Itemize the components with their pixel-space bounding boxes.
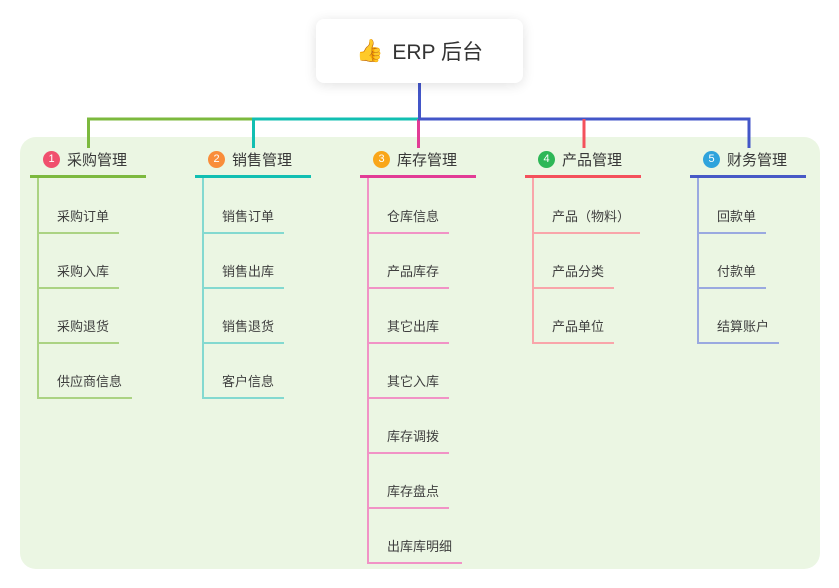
node-item[interactable]: 产品单位 — [532, 316, 615, 344]
branch-number-badge: 5 — [703, 150, 720, 168]
branch-label: 财务管理 — [727, 151, 788, 169]
node-item[interactable]: 产品分类 — [532, 261, 615, 289]
branches-panel — [20, 137, 820, 569]
branch-label: 产品管理 — [562, 151, 623, 169]
root-node[interactable]: 👍 ERP 后台 — [316, 19, 523, 83]
branch-number-badge: 2 — [208, 150, 225, 168]
branch-child-line — [697, 178, 699, 342]
branch-child-line — [532, 178, 534, 342]
branch-number-badge: 1 — [43, 150, 60, 168]
node-item[interactable]: 库存调拨 — [367, 426, 450, 454]
node-item[interactable]: 销售订单 — [202, 206, 285, 234]
branch-finance: 5 财务管理 回款单 付款单 结算账户 — [690, 148, 839, 344]
node-item[interactable]: 库存盘点 — [367, 481, 450, 509]
node-item[interactable]: 其它出库 — [367, 316, 450, 344]
node-item[interactable]: 产品（物料） — [532, 206, 641, 234]
branch-inventory: 3 库存管理 仓库信息 产品库存 其它出库 其它入库 库存调拨 库存盘点 出库库… — [360, 148, 520, 564]
branch-purchase-header[interactable]: 1 采购管理 — [30, 148, 146, 178]
node-item[interactable]: 结算账户 — [697, 316, 780, 344]
branch-label: 销售管理 — [232, 151, 293, 169]
node-item[interactable]: 客户信息 — [202, 371, 285, 399]
node-item[interactable]: 付款单 — [697, 261, 767, 289]
branch-sales: 2 销售管理 销售订单 销售出库 销售退货 客户信息 — [195, 148, 355, 399]
node-item[interactable]: 销售出库 — [202, 261, 285, 289]
branch-finance-header[interactable]: 5 财务管理 — [690, 148, 806, 178]
node-item[interactable]: 采购退货 — [37, 316, 120, 344]
branch-purchase: 1 采购管理 采购订单 采购入库 采购退货 供应商信息 — [30, 148, 190, 399]
branch-child-line — [367, 178, 369, 562]
branch-product-header[interactable]: 4 产品管理 — [525, 148, 641, 178]
thumbs-up-icon: 👍 — [355, 38, 384, 63]
branch-inventory-header[interactable]: 3 库存管理 — [360, 148, 476, 178]
node-item[interactable]: 采购入库 — [37, 261, 120, 289]
node-item[interactable]: 仓库信息 — [367, 206, 450, 234]
branch-number-badge: 4 — [538, 150, 555, 168]
node-item[interactable]: 供应商信息 — [37, 371, 133, 399]
node-item[interactable]: 采购订单 — [37, 206, 120, 234]
branch-product: 4 产品管理 产品（物料） 产品分类 产品单位 — [525, 148, 685, 344]
branch-number-badge: 3 — [373, 150, 390, 168]
branch-label: 库存管理 — [397, 151, 458, 169]
node-item[interactable]: 销售退货 — [202, 316, 285, 344]
node-item[interactable]: 回款单 — [697, 206, 767, 234]
node-item[interactable]: 出库库明细 — [367, 536, 463, 564]
node-item[interactable]: 产品库存 — [367, 261, 450, 289]
node-item[interactable]: 其它入库 — [367, 371, 450, 399]
root-node-label: ERP 后台 — [392, 41, 484, 64]
branch-label: 采购管理 — [67, 151, 128, 169]
branch-sales-header[interactable]: 2 销售管理 — [195, 148, 311, 178]
